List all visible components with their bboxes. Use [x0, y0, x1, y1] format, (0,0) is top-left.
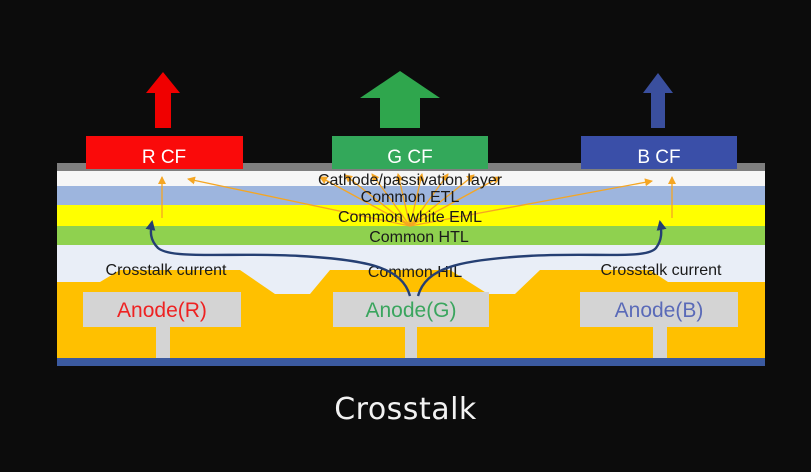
cathode-layer	[57, 171, 765, 186]
emission-arrow	[344, 174, 411, 227]
red-color-filter	[86, 136, 243, 169]
emission-arrow	[371, 173, 411, 227]
htl-layer	[57, 226, 765, 245]
anode-g-pad	[333, 292, 489, 327]
emission-arrow	[409, 173, 449, 227]
blue-light-arrow	[643, 73, 673, 128]
green-color-filter	[332, 136, 488, 169]
crosstalk-current-arrow-right	[416, 220, 667, 297]
crosstalk-current-arrows	[145, 220, 667, 297]
crosstalk-current-label-left: Crosstalk current	[106, 262, 227, 279]
green-light-arrow	[360, 71, 440, 128]
anode-r-contact	[156, 326, 170, 358]
emission-arrow	[409, 173, 425, 227]
anode-r-label: Anode(R)	[117, 299, 207, 322]
anode-r-pad	[83, 292, 241, 327]
red-light-arrow	[146, 72, 180, 128]
blue-color-filter	[581, 136, 737, 169]
eml-layer-label: Common white EML	[338, 209, 482, 226]
etl-layer-label: Common ETL	[361, 189, 460, 206]
crosstalk-current-label-right: Crosstalk current	[601, 262, 722, 279]
eml-layer	[57, 205, 765, 226]
etl-layer	[57, 186, 765, 205]
emission-arrow	[319, 176, 411, 227]
blue-filter-label: B CF	[637, 147, 680, 168]
emission-arrow	[187, 176, 411, 227]
crosstalk-current-arrow-left	[145, 220, 412, 297]
substrate	[57, 358, 765, 366]
emission-arrow	[409, 176, 501, 227]
anode-b-contact	[653, 326, 667, 358]
anode-g-contact	[405, 326, 417, 358]
emission-arrow	[409, 174, 475, 227]
emission-arrows	[158, 173, 676, 227]
emission-arrow	[395, 173, 411, 227]
emission-arrow	[409, 178, 653, 227]
htl-layer-label: Common HTL	[369, 229, 469, 246]
anode-b-label: Anode(B)	[615, 299, 704, 322]
cathode-layer-label: Cathode/passivation layer	[318, 172, 503, 189]
anode-b-pad	[580, 292, 738, 327]
green-filter-label: G CF	[387, 147, 432, 168]
hil-layer-label: Common HIL	[368, 264, 462, 281]
device-stack	[57, 163, 765, 366]
diagram-caption: Crosstalk	[334, 392, 477, 427]
red-filter-label: R CF	[142, 147, 186, 168]
anode-g-label: Anode(G)	[365, 299, 456, 322]
